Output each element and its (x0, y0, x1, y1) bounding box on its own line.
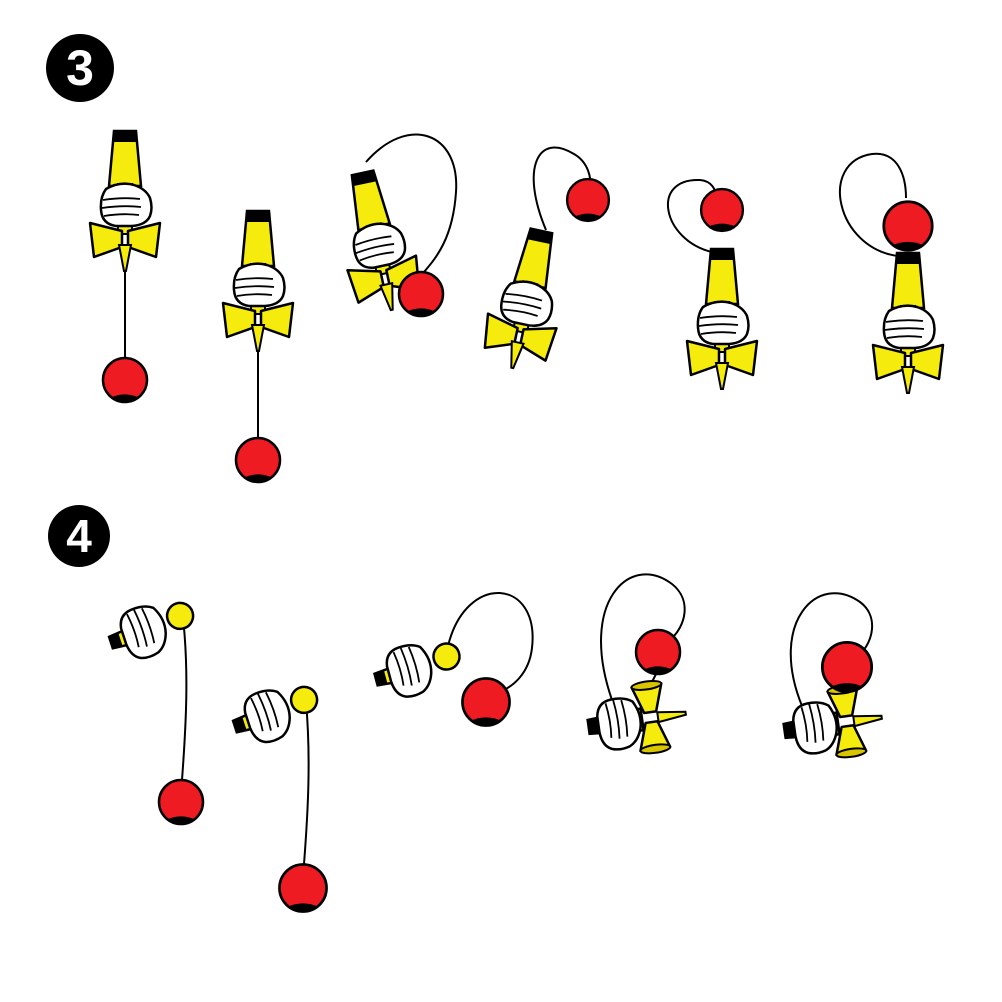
step4-frame-1 (103, 592, 205, 826)
ball-icon (101, 356, 149, 404)
step4-frame-4 (583, 573, 690, 762)
step3-sequence (90, 131, 943, 484)
step3-frame-2 (223, 211, 293, 484)
step3-frame-1 (90, 131, 160, 404)
ball-icon (565, 177, 611, 223)
step4-frame-5 (779, 592, 886, 766)
string (789, 592, 874, 707)
ball-icon (634, 628, 682, 676)
ball-icon (278, 863, 328, 913)
string (600, 573, 686, 701)
kendama-horizontal-cups-icon (779, 681, 886, 766)
string (447, 592, 534, 693)
step4-frame-2 (227, 676, 328, 913)
string (838, 152, 907, 257)
kendama-upright-icon (687, 249, 757, 389)
ball-icon (397, 270, 445, 318)
step4-sequence (103, 573, 886, 913)
kendama-upright-icon (90, 131, 160, 271)
kendama-horizontal-icon (227, 676, 325, 751)
string (667, 178, 717, 253)
string (365, 133, 458, 273)
ball-icon (820, 640, 874, 694)
kendama-upright-icon (223, 211, 293, 351)
step3-frame-6 (838, 152, 943, 393)
ball-icon (882, 200, 934, 252)
string (181, 617, 188, 781)
string (303, 701, 310, 865)
string (532, 146, 592, 231)
step4-frame-3 (370, 592, 534, 727)
step3-frame-4 (478, 146, 611, 376)
ball-icon (699, 187, 745, 233)
step-4-number-badge: 4 (48, 505, 110, 567)
ball-icon (234, 436, 282, 484)
ball-icon (461, 677, 511, 727)
kendama-horizontal-cups-icon (583, 677, 690, 762)
kendama-tilted-icon (478, 224, 576, 375)
step-3-number-badge: 3 (46, 34, 114, 102)
ball-icon (157, 778, 205, 826)
step3-frame-5 (667, 178, 757, 389)
kendama-horizontal-icon (370, 633, 467, 704)
kendama-upright-icon (873, 253, 943, 393)
step3-frame-3 (328, 133, 458, 318)
